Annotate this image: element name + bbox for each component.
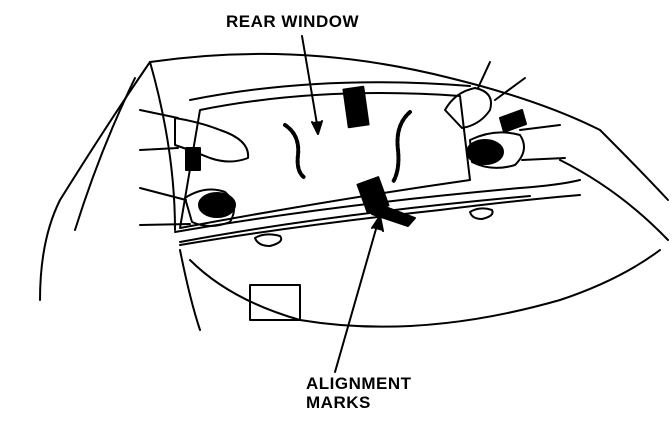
body-left-inner — [74, 77, 136, 231]
quarter-right — [559, 159, 669, 241]
alignment-leader — [334, 221, 379, 373]
trunk-opening — [189, 249, 661, 328]
right-upper-hand — [444, 87, 492, 129]
rear-window-label: REAR WINDOW — [226, 12, 359, 31]
package-tray — [179, 194, 581, 246]
right-clip — [499, 109, 527, 133]
roof-outline — [149, 52, 601, 131]
rear-window-glass — [179, 92, 471, 229]
hinge-left — [254, 233, 283, 247]
window-bottom-rail — [174, 179, 581, 233]
left-upper-arm — [139, 109, 179, 151]
left-suction-cup — [198, 192, 236, 218]
right-suction-cup — [466, 139, 504, 165]
alignment-tape-top — [342, 85, 370, 129]
hinge-right — [469, 207, 494, 220]
right-lower-arm — [519, 124, 566, 161]
window-bottom-rail-2 — [179, 195, 531, 243]
window-top-edge — [189, 81, 471, 101]
trunk-inner-left — [179, 249, 201, 331]
body-right-outline — [599, 129, 669, 201]
defogger-wire-right — [391, 110, 412, 184]
defogger-wire-left — [283, 123, 307, 180]
right-upper-arm — [477, 61, 526, 101]
left-clip — [185, 147, 201, 171]
left-lower-arm — [139, 187, 191, 226]
right-lower-hand — [469, 131, 525, 169]
alignment-marks-label-line2: MARKS — [306, 393, 371, 412]
trunk-floor — [249, 284, 301, 321]
c-pillar-left — [149, 61, 176, 231]
body-left-outline — [39, 61, 151, 301]
rear-window-leader — [301, 35, 319, 131]
alignment-marks-label: ALIGNMENT MARKS — [306, 374, 412, 412]
alignment-leader-arrow — [371, 215, 384, 232]
rear-window-leader-arrow — [311, 120, 323, 135]
alignment-marks-label-line1: ALIGNMENT — [306, 374, 412, 393]
